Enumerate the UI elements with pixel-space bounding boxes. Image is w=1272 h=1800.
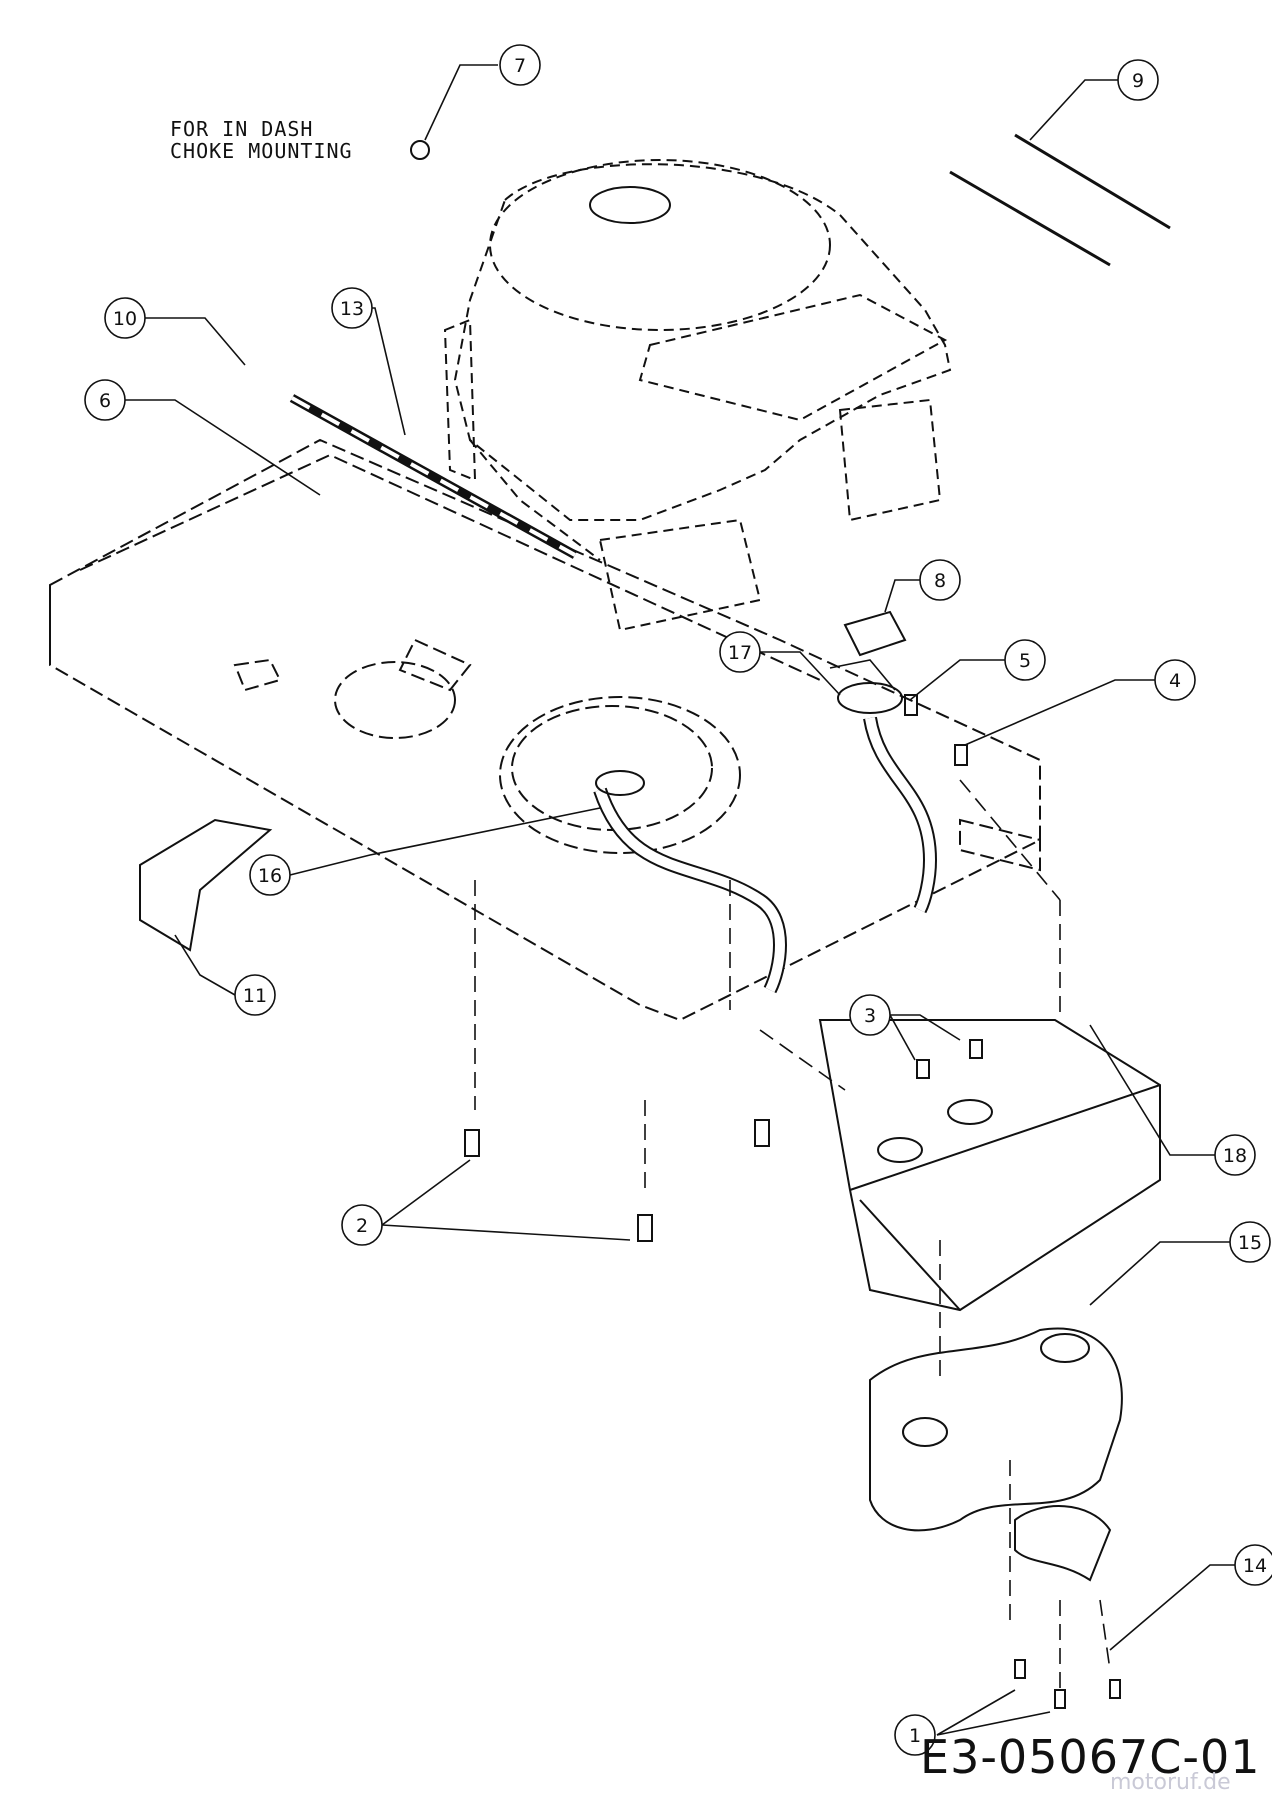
watermark: motoruf.de <box>1110 1770 1231 1795</box>
exhaust-pipe-right <box>837 682 938 914</box>
callout-14: 14 <box>1243 1555 1267 1577</box>
bolts <box>464 694 1121 1709</box>
callout-6: 6 <box>99 390 111 412</box>
cable-tie-2 <box>949 170 1111 267</box>
callout-11: 11 <box>243 985 267 1007</box>
callout-13: 13 <box>340 298 364 320</box>
callout-5: 5 <box>1019 650 1031 672</box>
deflector <box>139 818 273 952</box>
callout-4: 4 <box>1169 670 1181 692</box>
assembly-lines <box>474 779 1111 1690</box>
callout-1: 1 <box>909 1725 921 1747</box>
engine <box>443 159 952 632</box>
muffler <box>869 1327 1123 1582</box>
drawing-code: E3-05067C-01 <box>920 1730 1261 1784</box>
callout-17: 17 <box>728 642 752 664</box>
callout-8: 8 <box>934 570 946 592</box>
choke-note-line1: FOR IN DASH <box>170 117 314 141</box>
exhaust-pipe-left <box>593 770 787 994</box>
callout-10: 10 <box>113 308 137 330</box>
heat-shield <box>818 1019 1161 1312</box>
choke-note-line2: CHOKE MOUNTING <box>170 139 353 163</box>
choke-rod <box>289 394 578 559</box>
callout-circles <box>84 44 1272 1756</box>
frame <box>49 438 1041 1022</box>
callout-2: 2 <box>356 1215 368 1237</box>
callout-16: 16 <box>258 865 282 887</box>
callout-15: 15 <box>1238 1232 1262 1254</box>
callout-3: 3 <box>864 1005 876 1027</box>
callout-9: 9 <box>1132 70 1144 92</box>
gasket-8 <box>843 610 907 657</box>
choke-note: FOR IN DASH CHOKE MOUNTING <box>170 118 353 162</box>
nut <box>410 140 430 160</box>
callout-18: 18 <box>1223 1145 1247 1167</box>
cable-tie-1 <box>1014 133 1171 230</box>
leader-lines <box>125 64 1235 1736</box>
callout-7: 7 <box>514 55 526 77</box>
